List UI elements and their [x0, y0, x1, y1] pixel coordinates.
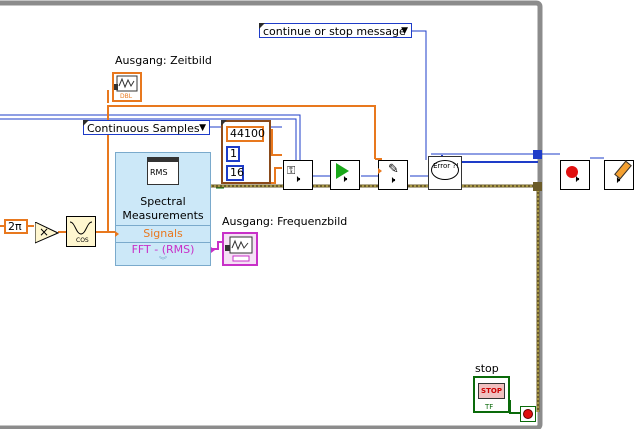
sound-format-cluster[interactable]: 44100 1 16	[221, 120, 271, 184]
while-loop-border[interactable]	[0, 0, 543, 429]
multiply-icon: ×	[39, 225, 50, 239]
sound-output-start-vi[interactable]: 🕨	[330, 160, 360, 190]
speaker-icon: 🕨	[573, 174, 580, 185]
graph-icon	[225, 236, 253, 262]
multiply-primitive[interactable]: ×	[34, 221, 60, 244]
term-fft-rms[interactable]: FFT - (RMS)	[131, 243, 195, 256]
error-text: Error ?!	[433, 162, 459, 170]
continue-stop-ring[interactable]: continue or stop message ▼	[259, 23, 412, 38]
frequenzbild-graph-terminal[interactable]	[222, 232, 258, 266]
speech-bubble-icon	[431, 160, 459, 180]
zeitbild-label: Ausgang: Zeitbild	[115, 54, 212, 67]
stop-if-true-icon	[523, 409, 533, 419]
pencil-icon: ✎	[388, 162, 399, 177]
term-signals[interactable]: Signals	[143, 227, 183, 240]
stop-label: stop	[475, 362, 499, 375]
stop-record-icon	[566, 166, 578, 178]
error-handler-vi[interactable]: Error ?!	[428, 156, 462, 190]
sample-mode-ring[interactable]: Continuous Samples ▼	[83, 120, 210, 135]
continue-stop-ring-text: continue or stop message	[263, 25, 406, 38]
cosine-wave-icon	[69, 221, 93, 235]
tf-badge: TF	[485, 403, 494, 411]
rate-constant[interactable]: 44100	[226, 126, 265, 142]
cos-badge: COS	[76, 237, 89, 244]
spectral-measurements-express-vi[interactable]: RMS Spectral Measurements Signals FFT - …	[115, 152, 215, 266]
cluster-corner-triangle	[221, 120, 227, 126]
sound-output-write-vi[interactable]: ✎ 🕨	[378, 160, 408, 190]
loop-condition-terminal[interactable]	[520, 406, 536, 422]
graph-icon	[114, 75, 138, 92]
rms-meter-icon: RMS	[147, 157, 179, 185]
input-arrow-icon	[378, 168, 382, 174]
speaker-icon: 🕨	[389, 175, 396, 186]
dbl-badge: DBL	[120, 93, 133, 100]
stop-button-text: STOP	[481, 387, 502, 395]
speaker-icon: 🕨	[294, 174, 301, 185]
bits-constant[interactable]: 16	[226, 165, 244, 181]
blue-wire[interactable]	[0, 30, 604, 177]
dropdown-arrow-icon[interactable]: ▼	[199, 123, 206, 133]
key-icon: ⚿	[287, 164, 296, 177]
dropdown-arrow-icon[interactable]: ▼	[401, 26, 408, 36]
loop-tunnel-blue[interactable]	[533, 150, 542, 159]
speaker-icon: 🕨	[614, 175, 621, 186]
stop-button-face: STOP	[478, 383, 505, 399]
speaker-icon: 🕨	[341, 174, 348, 185]
play-icon	[336, 163, 349, 179]
sample-mode-ring-text: Continuous Samples	[87, 122, 200, 135]
spectral-title-line1: Spectral	[140, 195, 186, 208]
stop-button-terminal[interactable]: STOP TF	[473, 376, 510, 413]
orange-wire[interactable]	[0, 90, 382, 233]
loop-tunnel-error[interactable]	[533, 182, 542, 191]
cosine-primitive[interactable]: COS	[66, 216, 96, 247]
expand-chevron-icon[interactable]: ︾	[159, 256, 167, 265]
spectral-title-line2: Measurements	[122, 209, 204, 222]
channels-constant[interactable]: 1	[226, 146, 240, 162]
output-arrow-icon	[211, 247, 215, 253]
sound-output-configure-vi[interactable]: ⚿ 🕨	[283, 160, 313, 190]
two-pi-constant[interactable]: 2π	[4, 219, 28, 234]
green-boolean-wire[interactable]	[509, 400, 520, 414]
frequenzbild-label: Ausgang: Frequenzbild	[222, 215, 348, 228]
sound-output-stop-vi[interactable]: 🕨	[560, 160, 590, 190]
input-arrow-icon	[115, 231, 119, 237]
zeitbild-graph-terminal[interactable]: DBL	[112, 72, 142, 102]
rms-icon-text: RMS	[150, 168, 168, 177]
sound-output-clear-vi[interactable]: 🕨	[604, 160, 634, 190]
